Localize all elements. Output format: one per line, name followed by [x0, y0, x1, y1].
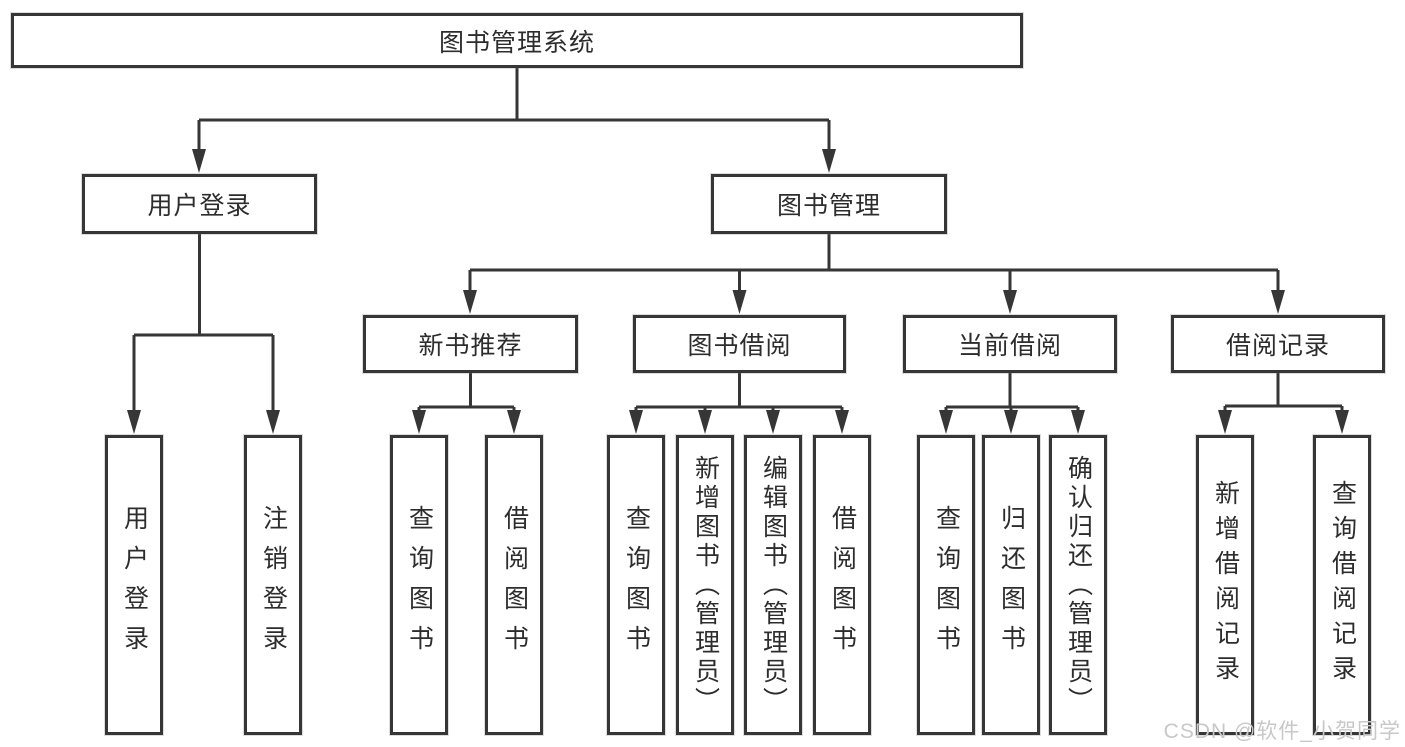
node-user-login: 用户登录 [82, 174, 317, 234]
leaf-return-books: 归还图书 [982, 435, 1040, 735]
leaf-query-borrow-record-label: 查询借阅记录 [1328, 480, 1357, 690]
leaf-logout: 注销登录 [244, 435, 302, 735]
leaf-confirm-return-admin-label: 确认归还（管理员） [1064, 454, 1093, 716]
leaf-borrow-books: 借阅图书 [813, 435, 871, 735]
leaf-edit-book-admin-label: 编辑图书（管理员） [759, 454, 788, 716]
node-borrow-records-label: 借阅记录 [1225, 332, 1330, 360]
node-book-borrow: 图书借阅 [633, 315, 846, 373]
node-current-borrow: 当前借阅 [903, 315, 1117, 373]
node-book-management-label: 图书管理 [776, 192, 881, 220]
node-borrow-records: 借阅记录 [1171, 315, 1385, 373]
leaf-borrow-books-recommend-label: 借阅图书 [500, 505, 529, 665]
leaf-logout-label: 注销登录 [259, 505, 288, 665]
leaf-query-borrow-record: 查询借阅记录 [1313, 435, 1371, 735]
leaf-query-books-current-label: 查询图书 [932, 505, 961, 665]
leaf-add-borrow-record: 新增借阅记录 [1196, 435, 1254, 735]
leaf-borrow-books-label: 借阅图书 [828, 505, 857, 665]
leaf-user-login: 用户登录 [105, 435, 163, 735]
leaf-add-book-admin-label: 新增图书（管理员） [691, 454, 720, 716]
leaf-edit-book-admin: 编辑图书（管理员） [744, 435, 802, 735]
node-root: 图书管理系统 [11, 13, 1023, 68]
node-new-book-recommend: 新书推荐 [363, 315, 578, 373]
watermark: CSDN @软件_小贺同学 [1163, 720, 1401, 743]
node-book-borrow-label: 图书借阅 [687, 332, 792, 360]
leaf-query-books-borrow-label: 查询图书 [622, 505, 651, 665]
leaf-add-book-admin: 新增图书（管理员） [676, 435, 734, 735]
node-new-book-recommend-label: 新书推荐 [418, 332, 523, 360]
leaf-add-borrow-record-label: 新增借阅记录 [1211, 480, 1240, 690]
leaf-user-login-label: 用户登录 [120, 505, 149, 665]
leaf-return-books-label: 归还图书 [997, 505, 1026, 665]
leaf-query-books-borrow: 查询图书 [607, 435, 665, 735]
leaf-query-books-recommend: 查询图书 [390, 435, 448, 735]
arrowheads [127, 149, 1349, 434]
node-current-borrow-label: 当前借阅 [957, 332, 1062, 360]
leaf-query-books-current: 查询图书 [917, 435, 975, 735]
node-book-management: 图书管理 [711, 174, 947, 234]
node-root-label: 图书管理系统 [438, 28, 595, 57]
leaf-query-books-recommend-label: 查询图书 [405, 505, 434, 665]
leaf-confirm-return-admin: 确认归还（管理员） [1049, 435, 1107, 735]
node-user-login-label: 用户登录 [147, 192, 252, 220]
leaf-borrow-books-recommend: 借阅图书 [485, 435, 543, 735]
